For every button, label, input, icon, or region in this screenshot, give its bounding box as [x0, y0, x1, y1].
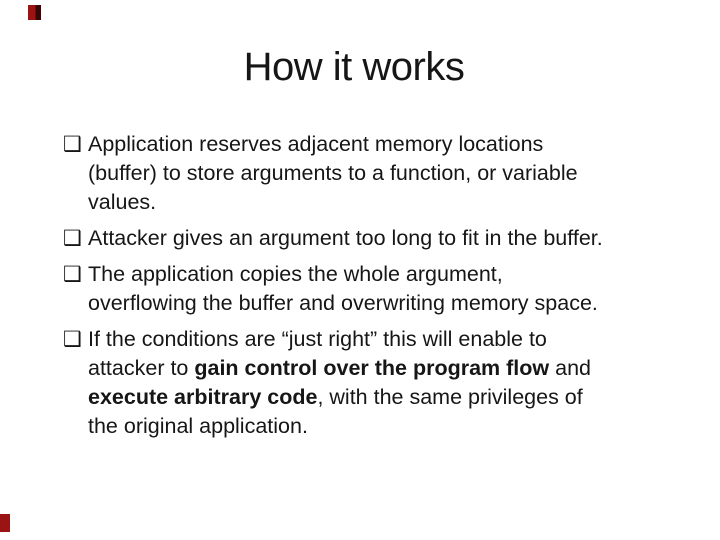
- bullet-text-line: execute arbitrary code, with the same pr…: [88, 383, 708, 412]
- bullet-text-line: values.: [88, 188, 708, 217]
- scan-artifact-bottom-left: [0, 514, 10, 532]
- text-segment: If the conditions are “just right” this …: [88, 327, 547, 351]
- text-segment: overflowing the buffer and overwriting m…: [88, 291, 598, 315]
- shadowed-square-bullet-icon: ❑: [63, 327, 82, 351]
- bullet-text-line: Application reserves adjacent memory loc…: [88, 130, 708, 159]
- bullet-text-line: attacker to gain control over the progra…: [88, 354, 708, 383]
- bullet-text-line: The application copies the whole argumen…: [88, 260, 708, 289]
- text-segment: , with the same privileges of: [317, 385, 583, 409]
- text-segment: Attacker gives an argument too long to f…: [88, 226, 603, 250]
- shadowed-square-bullet-icon: ❑: [63, 262, 82, 286]
- slide-title: How it works: [243, 45, 465, 89]
- bullet-text-line: the original application.: [88, 412, 708, 441]
- bullet-text-line: Attacker gives an argument too long to f…: [88, 224, 708, 253]
- bullet-item-1: ❑Application reserves adjacent memory lo…: [63, 130, 708, 217]
- text-segment: the original application.: [88, 414, 308, 438]
- bold-text-segment: execute arbitrary code: [88, 385, 318, 409]
- bullet-item-3: ❑The application copies the whole argume…: [63, 260, 708, 318]
- bold-text-segment: gain control over the program flow: [194, 356, 550, 380]
- text-segment: attacker to: [88, 356, 195, 380]
- bullet-text-line: (buffer) to store arguments to a functio…: [88, 159, 708, 188]
- shadowed-square-bullet-icon: ❑: [63, 132, 82, 156]
- text-segment: (buffer) to store arguments to a functio…: [88, 161, 578, 185]
- text-segment: The application copies the whole argumen…: [88, 262, 503, 286]
- bullet-text-line: If the conditions are “just right” this …: [88, 325, 708, 354]
- text-segment: and: [549, 356, 592, 380]
- bullet-item-4: ❑If the conditions are “just right” this…: [63, 325, 708, 441]
- bullet-text-line: overflowing the buffer and overwriting m…: [88, 289, 708, 318]
- bullet-item-2: ❑Attacker gives an argument too long to …: [63, 224, 708, 253]
- shadowed-square-bullet-icon: ❑: [63, 226, 82, 250]
- bullet-list: ❑Application reserves adjacent memory lo…: [63, 130, 708, 448]
- scan-artifact-top-left: [28, 5, 41, 20]
- text-segment: Application reserves adjacent memory loc…: [88, 132, 544, 156]
- text-segment: values.: [88, 190, 157, 214]
